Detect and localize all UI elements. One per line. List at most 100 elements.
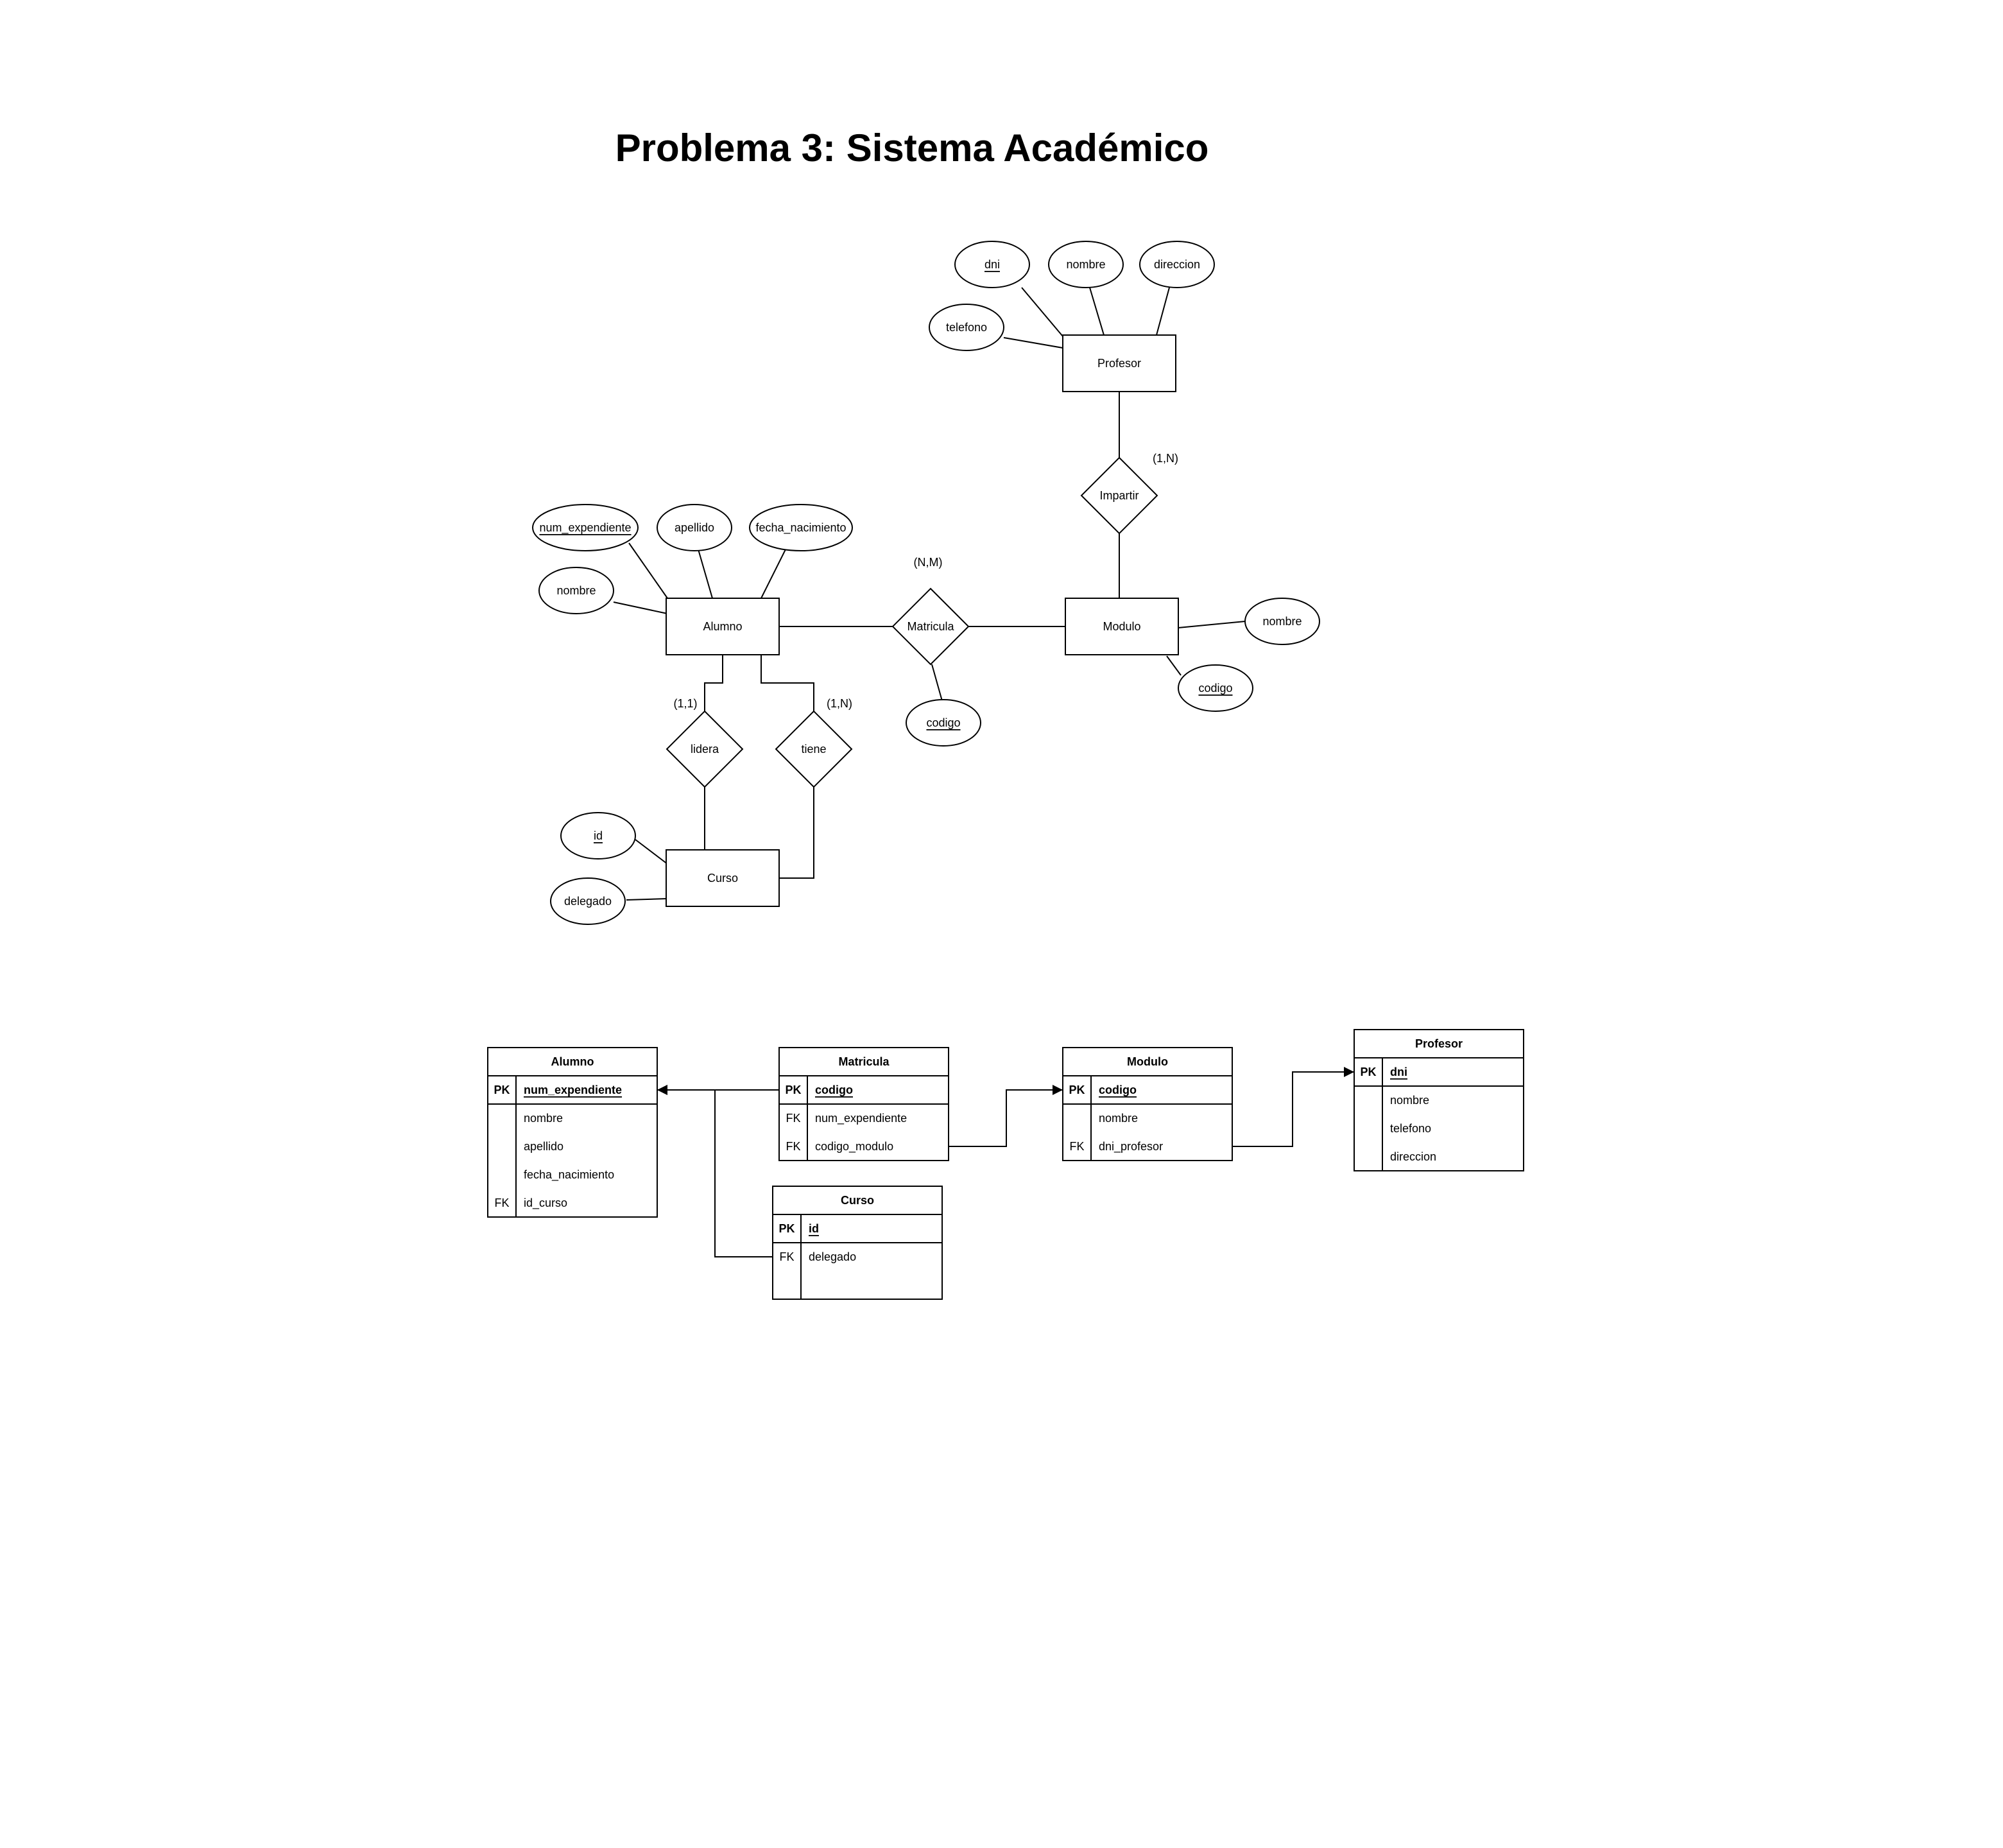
table-curso-row-field: id xyxy=(809,1222,819,1235)
table-profesor-frame xyxy=(1354,1029,1524,1171)
edge-fecha-alumno xyxy=(761,549,786,599)
attr-profesor-dni: dni xyxy=(954,241,1030,288)
cardinality-lidera: (1,1) xyxy=(673,697,697,710)
table-matricula-row-key: FK xyxy=(786,1112,800,1125)
table-matricula-row-key: PK xyxy=(785,1084,801,1096)
relationship-matricula-label: Matricula xyxy=(907,620,954,633)
table-curso-row-field: delegado xyxy=(809,1250,856,1263)
edge-apellido-alumno xyxy=(698,549,713,599)
attr-alumno-fecha-nacimiento: fecha_nacimiento xyxy=(749,504,853,551)
entity-profesor: Profesor xyxy=(1062,334,1176,392)
cardinality-tiene: (1,N) xyxy=(827,697,852,710)
edges-layer xyxy=(613,287,1354,1257)
entity-curso-box xyxy=(666,849,780,907)
edge-alumno-tiene xyxy=(761,655,814,711)
relationship-impartir: Impartir xyxy=(1080,456,1158,535)
attr-profesor-nombre: nombre xyxy=(1048,241,1124,288)
attr-curso-delegado: delegado xyxy=(550,877,626,925)
edge-numexp-alumno xyxy=(628,542,668,599)
attr-profesor-telefono: telefono xyxy=(929,304,1004,351)
attr-matricula-codigo-label: codigo xyxy=(926,716,960,729)
attr-alumno-nombre-label: nombre xyxy=(556,584,596,597)
attr-modulo-nombre-label: nombre xyxy=(1262,615,1302,628)
table-alumno-row-key: PK xyxy=(494,1084,510,1096)
table-profesor-title: Profesor xyxy=(1415,1037,1463,1050)
edge-telefono-profesor xyxy=(1003,337,1063,349)
attr-curso-id-ellipse xyxy=(560,812,636,859)
table-matricula-title: Matricula xyxy=(838,1055,890,1068)
attr-curso-delegado-label: delegado xyxy=(564,895,612,908)
relationship-tiene-diamond xyxy=(775,710,853,788)
table-alumno-row-field: num_expendiente xyxy=(524,1084,622,1096)
edge-matricula-codigo xyxy=(931,664,943,702)
table-modulo-row-field: dni_profesor xyxy=(1099,1140,1163,1153)
attr-profesor-direccion-ellipse xyxy=(1139,241,1215,288)
attr-matricula-codigo-ellipse xyxy=(906,699,981,747)
edge-id-curso xyxy=(635,839,668,865)
entity-curso-label: Curso xyxy=(707,872,738,885)
attr-alumno-fecha-nacimiento-label: fecha_nacimiento xyxy=(755,521,846,535)
table-alumno-title: Alumno xyxy=(551,1055,594,1068)
attr-modulo-codigo: codigo xyxy=(1178,664,1253,712)
attr-alumno-num-expendiente-ellipse xyxy=(532,504,639,551)
table-modulo-row-field: nombre xyxy=(1099,1112,1138,1125)
entity-alumno-box xyxy=(666,598,780,655)
entity-modulo-label: Modulo xyxy=(1103,620,1140,633)
attr-modulo-codigo-ellipse xyxy=(1178,664,1253,712)
edge-dni-profesor xyxy=(1021,287,1063,337)
table-profesor-row-field: nombre xyxy=(1390,1094,1429,1107)
attr-curso-id-label: id xyxy=(594,829,603,842)
edge-alumno-lidera xyxy=(704,655,723,711)
table-alumno-row-field: id_curso xyxy=(524,1196,567,1210)
cardinality-matricula: (N,M) xyxy=(914,556,943,569)
attr-alumno-apellido: apellido xyxy=(657,504,732,551)
table-profesor-row-field: telefono xyxy=(1390,1122,1431,1135)
entity-curso: Curso xyxy=(666,849,780,907)
table-alumno-row-field: apellido xyxy=(524,1140,563,1153)
table-curso-row-key: FK xyxy=(779,1250,794,1263)
attr-alumno-nombre-ellipse xyxy=(538,567,614,614)
table-modulo-row-field: codigo xyxy=(1099,1084,1137,1096)
page-title: Problema 3: Sistema Académico xyxy=(615,126,1209,169)
relationship-matricula: Matricula xyxy=(891,587,970,666)
attr-profesor-telefono-label: telefono xyxy=(946,321,987,334)
table-profesor-row-field: direccion xyxy=(1390,1150,1436,1163)
table-alumno-row-key: FK xyxy=(494,1196,509,1209)
relationship-lidera-label: lidera xyxy=(691,743,719,756)
attr-alumno-num-expendiente: num_expendiente xyxy=(532,504,639,551)
attr-alumno-apellido-ellipse xyxy=(657,504,732,551)
table-curso-title: Curso xyxy=(841,1194,874,1207)
attr-modulo-nombre-ellipse xyxy=(1244,598,1320,645)
entity-alumno-label: Alumno xyxy=(703,620,742,633)
table-profesor-row-key: PK xyxy=(1360,1066,1376,1078)
edge-nombre-alumno xyxy=(613,601,668,614)
table-matricula-row-field: codigo_modulo xyxy=(815,1140,893,1153)
entity-modulo: Modulo xyxy=(1065,598,1179,655)
table-matricula-row-key: FK xyxy=(786,1140,800,1153)
relationship-tiene-label: tiene xyxy=(801,743,826,756)
table-alumno-row-field: fecha_nacimiento xyxy=(524,1168,614,1182)
attr-profesor-nombre-ellipse xyxy=(1048,241,1124,288)
table-alumno-frame xyxy=(487,1047,658,1218)
fk-modulo-to-profesor xyxy=(1232,1067,1354,1147)
relationship-impartir-label: Impartir xyxy=(1099,489,1139,502)
relationship-impartir-diamond xyxy=(1080,456,1158,535)
entity-alumno: Alumno xyxy=(666,598,780,655)
relationship-lidera-diamond xyxy=(666,710,744,788)
attr-profesor-telefono-ellipse xyxy=(929,304,1004,351)
table-matricula-row-field: num_expendiente xyxy=(815,1112,907,1125)
attr-alumno-nombre: nombre xyxy=(538,567,614,614)
table-matricula-row-field: codigo xyxy=(815,1084,853,1096)
table-modulo-title: Modulo xyxy=(1127,1055,1168,1068)
fk-matricula-to-modulo xyxy=(949,1085,1063,1147)
edge-modulo-codigo xyxy=(1166,655,1182,676)
edge-modulo-nombre xyxy=(1178,621,1246,628)
attr-curso-delegado-ellipse xyxy=(550,877,626,925)
entity-profesor-label: Profesor xyxy=(1097,357,1141,370)
